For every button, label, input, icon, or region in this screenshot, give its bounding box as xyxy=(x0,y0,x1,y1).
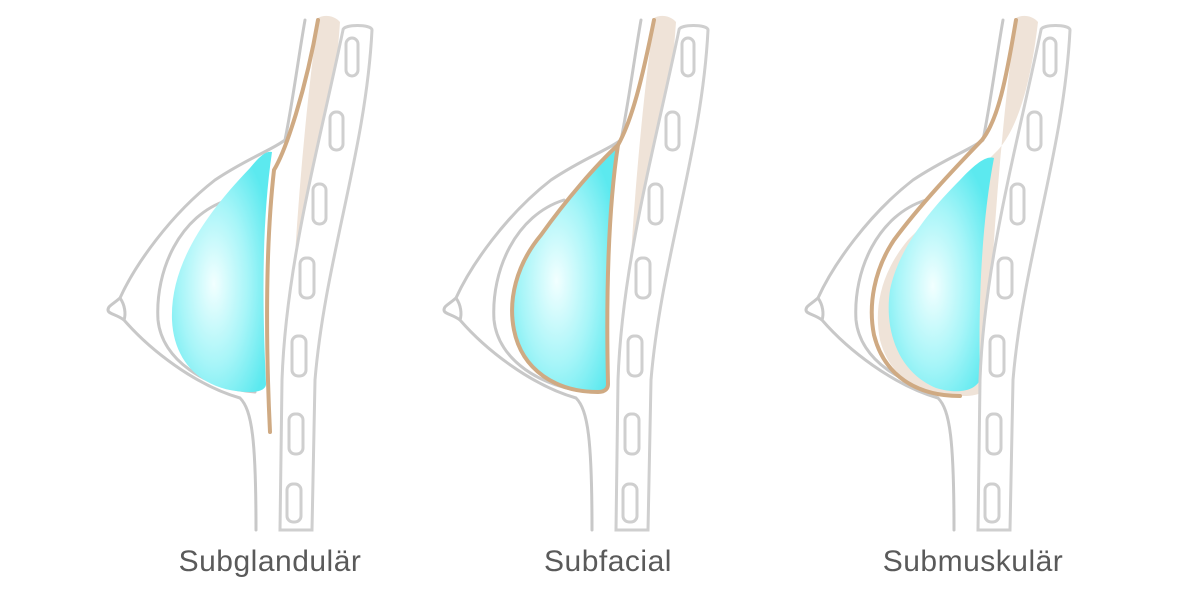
fascia-line xyxy=(869,18,1018,398)
figure-submuskular xyxy=(804,15,1072,532)
label-subglandular: Subglandulär xyxy=(178,545,362,578)
implant-submuskular xyxy=(888,157,994,392)
label-subfacial: Subfacial xyxy=(544,545,672,578)
label-submuskular: Submuskulär xyxy=(882,545,1064,578)
fascia-line xyxy=(616,18,656,147)
figure-subfacial xyxy=(442,15,710,532)
implant-subglandular xyxy=(171,151,272,392)
figure-subglandular xyxy=(106,15,374,532)
fascia-line xyxy=(265,18,320,434)
implant-subfacial xyxy=(510,143,620,394)
